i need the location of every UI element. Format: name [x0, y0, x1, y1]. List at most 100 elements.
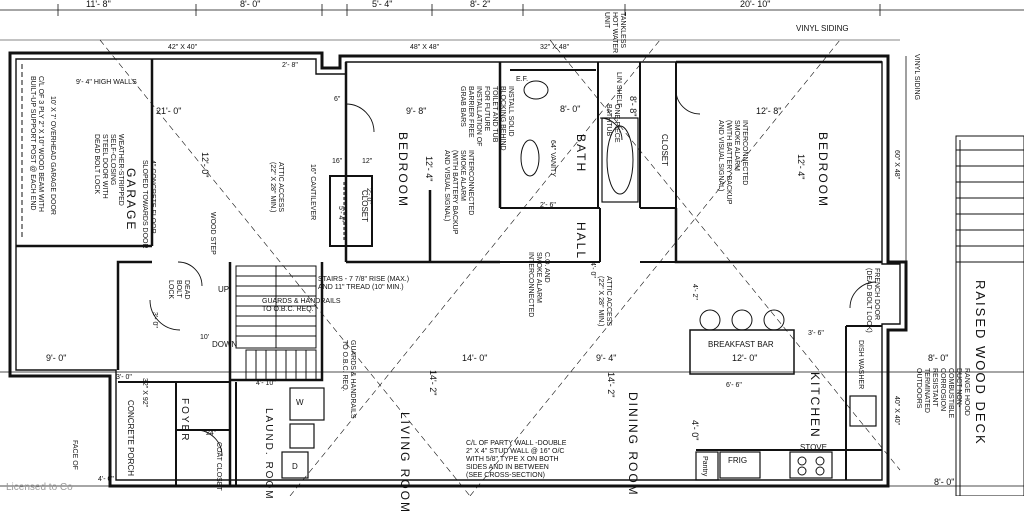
- top-dimension-3: 5'- 4": [372, 0, 393, 9]
- dim-tub-depth: 8'- 8": [628, 96, 638, 117]
- dim-bed1-width: 9'- 8": [406, 106, 427, 116]
- dim-10: 10': [200, 334, 210, 341]
- room-foyer: FOYER: [179, 398, 190, 443]
- laundry-sink-box: [289, 423, 315, 449]
- dim-porch-depth: 3'- 0": [116, 374, 132, 381]
- dim-bed2-window: 60" x 48": [893, 150, 900, 180]
- dim-2-6: 2'- 6": [540, 202, 556, 209]
- dim-3-6: 3'- 6": [808, 330, 824, 337]
- bar-stool-1: [699, 309, 721, 331]
- exterior-wall-inner: [15, 58, 901, 481]
- note-guards-2: GUARDS & HANDRAILS TO O.B.C. REQ.: [341, 340, 356, 419]
- dead-bolt-lock-label: DEAD BOLT LOCK: [167, 280, 190, 300]
- frig-box: [719, 451, 761, 479]
- dim-6: 6": [334, 96, 341, 103]
- closet-1-outline: [329, 175, 373, 247]
- washer-label: W: [296, 398, 304, 407]
- stairs: [235, 265, 317, 381]
- dim-dining-depth: 14'- 2": [606, 372, 616, 398]
- bar-stool-2: [731, 309, 753, 331]
- linen-shelf-label: LIN SHELF: [615, 72, 622, 108]
- dryer-label: D: [292, 462, 298, 471]
- dim-2-8: 2'- 8": [282, 62, 298, 69]
- vinyl-siding-top-label: VINYL SIDING: [796, 24, 849, 33]
- pantry-label: Pantry: [701, 456, 708, 477]
- closet-1-label: CLOSET: [360, 190, 369, 223]
- room-laundry: LAUND. ROOM: [263, 408, 274, 501]
- bedroom2-walls: [674, 60, 882, 264]
- stair-walls: [228, 262, 324, 486]
- dish-washer-label: DISH WASHER: [857, 340, 864, 390]
- top-dimension-2: 8'- 0": [240, 0, 261, 9]
- note-guards-1: GUARDS & HANDRAILS TO O.B.C. REQ.: [262, 298, 341, 313]
- stairs-up-label: UP: [218, 285, 230, 294]
- top-dimension-1: 11'- 8": [86, 0, 111, 9]
- top-dimension-5: 20'- 10": [740, 0, 771, 9]
- frig-label: FRIG: [728, 456, 748, 465]
- dim-bed2-depth: 12'- 4": [796, 154, 806, 180]
- door-swings: [149, 89, 877, 457]
- stove-box: [789, 451, 833, 479]
- dim-bottom-8-0: 8'- 0": [934, 477, 955, 487]
- foyer-walls: [118, 381, 237, 486]
- coat-closet-label: COAT CLOSET: [215, 442, 222, 491]
- diagonal-2: [469, 39, 841, 496]
- toilet: [523, 80, 549, 100]
- stove-label: STOVE: [800, 443, 827, 452]
- dim-living-depth: 14'- 2": [428, 370, 438, 396]
- wood-step-label: WOOD STEP: [209, 212, 216, 255]
- closet-walls: [639, 62, 677, 209]
- note-bath-blocking: INSTALL SOLID BLOCKING BEHIND TOILET AND…: [459, 86, 514, 151]
- note-garage-floor: 4" CONCRETE FLOOR SLOPED TOWARDS DOOR: [141, 160, 156, 249]
- bathtub: [601, 117, 639, 203]
- dim-dining-width: 9'- 4": [596, 353, 617, 363]
- note-smoke-alarm-1: INTERCONNECTED SMOKE ALARM (WITH BATTERY…: [443, 150, 474, 235]
- room-bath: BATH: [574, 134, 588, 174]
- dim-kitchen-depth: 4'- 0": [690, 420, 700, 441]
- breakfast-bar-outline: [689, 329, 795, 375]
- raised-deck: [955, 135, 1024, 496]
- dim-garage-width: 21'- 0": [156, 106, 182, 116]
- note-range-hood: RANGE HOOD DUCT NON- COMBUSTIBLE CORROSI…: [915, 368, 970, 419]
- room-living: LIVING ROOM: [398, 412, 412, 514]
- note-party-wall: C/L OF PARTY WALL -DOUBLE 2" x 4" STUD W…: [466, 440, 567, 479]
- watermark: Licensed to Co: [6, 482, 73, 493]
- dim-24: 24": [206, 430, 217, 437]
- dim-garage-depth: 12'- 0": [200, 152, 210, 178]
- dim-bath-window: 32" x 48": [540, 44, 570, 51]
- dim-porch-width: 4'- 0": [98, 476, 114, 483]
- dim-bar-offset: 6'- 6": [726, 382, 742, 389]
- diagonal-4: [549, 39, 901, 471]
- top-dimension-4: 8'- 2": [470, 0, 491, 9]
- dim-16: 16": [332, 158, 343, 165]
- note-garage-beam: C/L OF 3 PLY 2" x 10" WOOD BEAM WITH BUI…: [29, 76, 44, 212]
- pantry-box: [695, 451, 719, 481]
- room-raised-deck: RAISED WOOD DECK: [973, 280, 988, 446]
- breakfast-bar-label: BREAKFAST BAR: [708, 340, 774, 349]
- note-tub: ONE-PIECE BATHTUB: [605, 104, 620, 143]
- vanity-label: 64" VANITY: [549, 140, 556, 177]
- dim-living-width: 14'- 0": [462, 353, 488, 363]
- dim-garage-window: 42" x 40": [168, 44, 198, 51]
- note-smoke-alarm-2: INTERCONNECTED SMOKE ALARM (WITH BATTERY…: [717, 120, 748, 205]
- dim-garage-high-walls: 9'- 4" HIGH WALLS: [76, 79, 137, 86]
- dim-4-0: 4'- 0": [589, 262, 596, 278]
- dim-5-4: 5'- 4": [337, 206, 344, 222]
- room-kitchen: KITCHEN: [808, 372, 822, 439]
- dim-bath-width: 8'- 0": [560, 104, 581, 114]
- room-bedroom-2: BEDROOM: [816, 132, 830, 209]
- dim-12: 12": [362, 158, 373, 165]
- closet-2-label: CLOSET: [660, 134, 669, 167]
- laundry-washer-box: [289, 387, 325, 421]
- bar-stool-3: [763, 309, 785, 331]
- kitchen-counter: [696, 325, 882, 480]
- sink-box: [849, 395, 877, 427]
- note-stairs: STAIRS - 7 7/8" RISE (MAX.) AND 11" TREA…: [318, 276, 410, 291]
- note-co-alarm: C.O. AND SMOKE ALARM INTERCONNECTED: [527, 252, 550, 318]
- hall-walls: [500, 208, 676, 263]
- dim-left-9-0: 9'- 0": [46, 353, 67, 363]
- vinyl-siding-right-label: VINYL SIDING: [913, 54, 920, 101]
- diagonal-3: [289, 39, 661, 496]
- dim-4-10: 4'- 10": [256, 380, 276, 387]
- face-of-label: FACE OF: [71, 440, 78, 470]
